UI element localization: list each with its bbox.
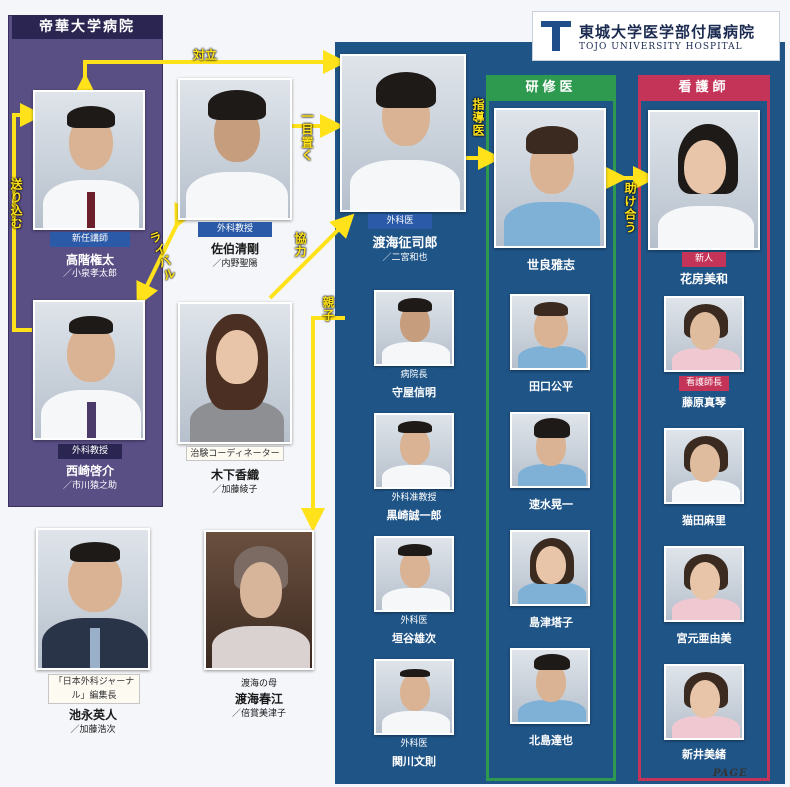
portrait-hanafusa [648, 110, 760, 250]
name-kitajima: 北島達也 [529, 734, 573, 747]
portrait-ikenaga [36, 528, 150, 670]
portrait-hayami [510, 412, 590, 488]
role-haruhe: 渡海の母 [240, 679, 277, 689]
role-moriya: 病院長 [390, 368, 438, 383]
portrait-arai [664, 664, 744, 740]
portrait-shimazu [510, 530, 590, 606]
name-nishizaki: 西崎啓介 [65, 464, 114, 478]
tojo-hospital-logo: 東城大学医学部付属病院 TOJO UNIVERSITY HOSPITAL [532, 11, 780, 61]
portrait-watanabe [340, 54, 466, 212]
arrow-parent-child [301, 316, 345, 532]
name-fujiwara: 藤原真琴 [682, 396, 726, 409]
actor-saeki: ／内野聖陽 [212, 259, 258, 269]
portrait-taguchi [510, 294, 590, 370]
name-kurosaki: 黒崎誠一郎 [386, 509, 442, 522]
role-takashina: 新任講師 [50, 232, 130, 247]
label-send-in: 送り込む [9, 178, 23, 230]
label-respect: 一目置く [300, 110, 314, 162]
name-kakitani: 垣谷雄次 [392, 632, 436, 645]
label-instructor: 指導医 [471, 98, 485, 137]
name-kinoshita: 木下香織 [210, 468, 259, 482]
portrait-haruhe [204, 530, 314, 670]
role-fujiwara: 看護師長 [679, 376, 729, 391]
portrait-fujiwara [664, 296, 744, 372]
name-ikenaga: 池永英人 [68, 708, 117, 722]
name-watanabe: 渡海征司郎 [372, 236, 438, 251]
role-hanafusa: 新人 [682, 252, 726, 267]
name-sekikawa: 関川文則 [392, 755, 436, 768]
label-help-each-other: 助け合う [623, 182, 637, 234]
name-hayami: 速水晃一 [529, 498, 573, 511]
role-ikenaga: 「日本外科ジャーナル」編集長 [48, 674, 140, 704]
role-saeki: 外科教授 [198, 222, 272, 237]
portrait-moriya [374, 290, 454, 366]
label-parent-child: 親子 [321, 296, 335, 322]
portrait-nishizaki [33, 300, 145, 440]
name-nekota: 猫田麻里 [682, 514, 726, 527]
portrait-saeki [178, 78, 292, 220]
actor-nishizaki: ／市川猿之助 [62, 481, 117, 491]
name-shimazu: 島津塔子 [529, 616, 573, 629]
name-saeki: 佐伯清剛 [210, 242, 259, 256]
portrait-kakitani [374, 536, 454, 612]
arrow-cooperate [268, 213, 355, 300]
name-arai: 新井美緒 [682, 748, 726, 761]
portrait-sera [494, 108, 606, 248]
tojo-name-japanese: 東城大学医学部付属病院 [579, 22, 756, 41]
tojo-logo-mark-icon [541, 19, 571, 53]
name-taguchi: 田口公平 [529, 380, 573, 393]
actor-takashina: ／小泉孝太郎 [62, 269, 117, 279]
label-cooperate: 協力 [293, 232, 307, 258]
name-moriya: 守屋信明 [392, 386, 436, 399]
role-kakitani: 外科医 [394, 614, 434, 629]
residents-header: 研修医 [486, 75, 616, 101]
actor-watanabe: ／二宮和也 [382, 253, 428, 263]
arrow-send-in [12, 103, 44, 332]
portrait-nekota [664, 428, 744, 504]
teika-hospital-label: 帝華大学病院 [12, 15, 162, 39]
role-kurosaki: 外科准教授 [384, 491, 444, 506]
name-takashina: 高階権太 [65, 253, 114, 267]
role-kinoshita: 治験コーディネーター [186, 446, 284, 461]
arrow-rival [136, 201, 197, 307]
name-haruhe: 渡海春江 [234, 692, 283, 706]
actor-haruhe: ／倍賞美津子 [231, 709, 286, 719]
tojo-name-english: TOJO UNIVERSITY HOSPITAL [579, 41, 743, 52]
portrait-sekikawa [374, 659, 454, 735]
label-confront: 対立 [193, 48, 218, 62]
name-sera: 世良雅志 [526, 258, 575, 272]
actor-kinoshita: ／加藤綾子 [212, 485, 258, 495]
portrait-kinoshita [178, 302, 292, 444]
nurses-header: 看護師 [638, 75, 770, 101]
role-watanabe: 外科医 [368, 214, 432, 229]
arrow-confront [73, 50, 347, 97]
page-mark: PAGE [713, 768, 748, 779]
portrait-miyamoto [664, 546, 744, 622]
role-nishizaki: 外科教授 [58, 444, 122, 459]
name-miyamoto: 宮元亜由美 [676, 632, 732, 645]
name-hanafusa: 花房美和 [679, 272, 728, 286]
role-sekikawa: 外科医 [394, 737, 434, 752]
portrait-kitajima [510, 648, 590, 724]
portrait-kurosaki [374, 413, 454, 489]
actor-ikenaga: ／加藤浩次 [70, 725, 116, 735]
portrait-takashina [33, 90, 145, 230]
